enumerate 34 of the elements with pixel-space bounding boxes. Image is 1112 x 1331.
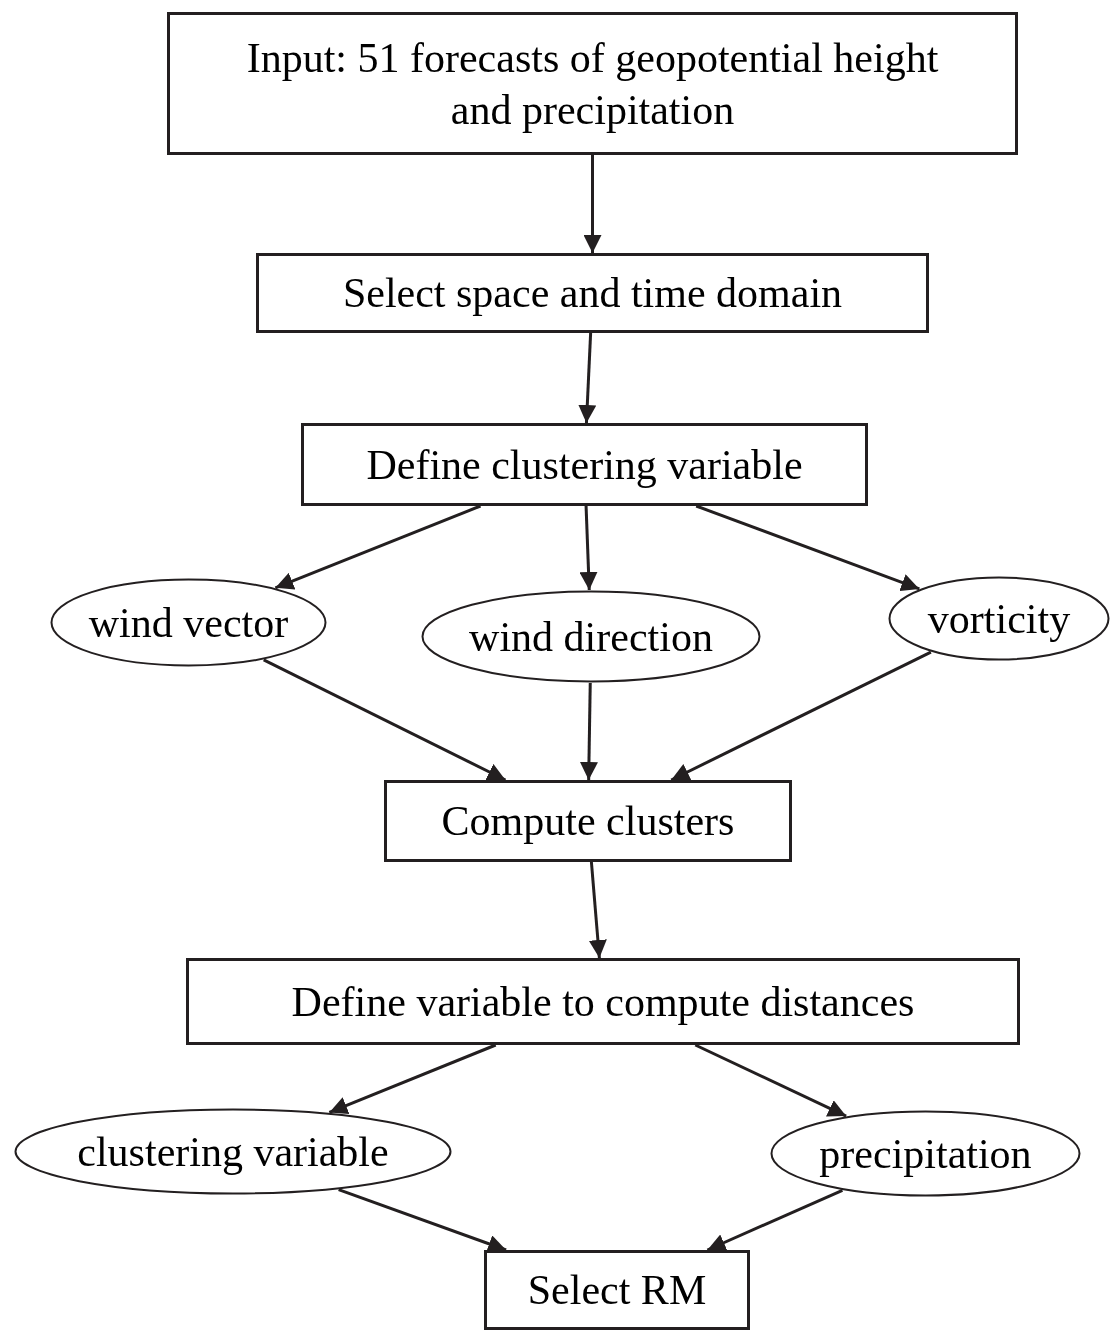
process-box bbox=[484, 1250, 750, 1330]
process-box bbox=[186, 958, 1020, 1045]
node-label: Input: 51 forecasts of geopotential height and precipitation bbox=[245, 33, 940, 135]
node-label: wind vector bbox=[87, 598, 290, 648]
arrow bbox=[694, 1043, 847, 1118]
process-box bbox=[167, 12, 1018, 155]
node-label: vorticity bbox=[926, 594, 1072, 644]
option-ellipse bbox=[770, 1110, 1081, 1197]
arrow bbox=[583, 155, 602, 253]
arrow bbox=[263, 658, 507, 782]
node-label: wind direction bbox=[468, 612, 714, 662]
arrow bbox=[328, 1043, 497, 1114]
node-label: precipitation bbox=[818, 1129, 1033, 1179]
node-label: clustering variable bbox=[76, 1127, 390, 1177]
process-box bbox=[301, 423, 868, 506]
node-label: Compute clusters bbox=[440, 797, 736, 846]
arrow bbox=[579, 505, 598, 591]
arrow bbox=[579, 682, 598, 781]
arrow bbox=[670, 650, 932, 782]
node-label: Select space and time domain bbox=[341, 269, 844, 318]
process-box bbox=[256, 253, 929, 333]
arrow bbox=[706, 1188, 843, 1252]
node-label: Select RM bbox=[526, 1266, 708, 1315]
arrow bbox=[274, 504, 482, 590]
process-box bbox=[384, 780, 792, 862]
arrow bbox=[578, 332, 597, 424]
option-ellipse bbox=[14, 1108, 452, 1195]
option-ellipse bbox=[50, 578, 327, 667]
node-label: Define variable to compute distances bbox=[290, 977, 916, 1027]
arrow bbox=[588, 861, 607, 959]
arrow bbox=[695, 504, 920, 592]
option-ellipse bbox=[421, 590, 761, 683]
option-ellipse bbox=[888, 576, 1110, 661]
node-label: Define clustering variable bbox=[365, 440, 804, 490]
